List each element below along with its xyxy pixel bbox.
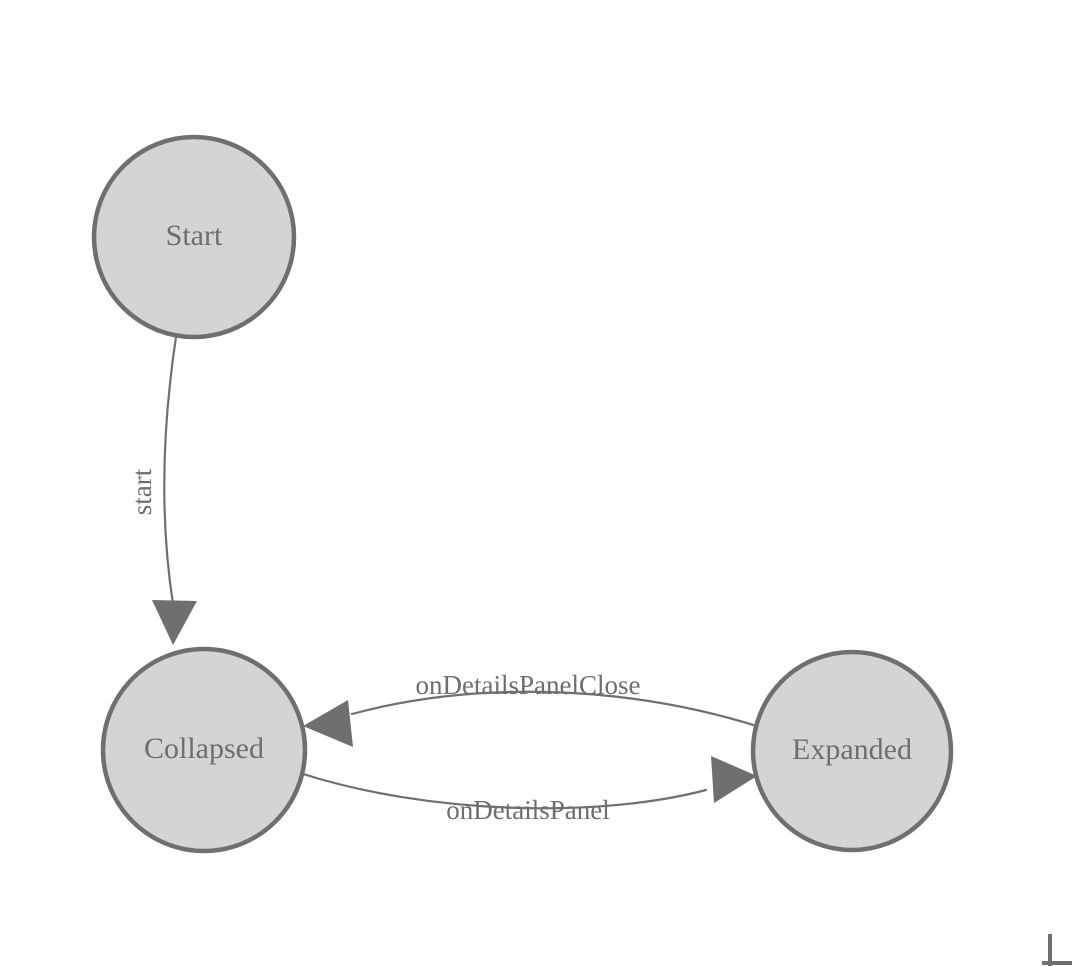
arrowhead-start-to-collapsed bbox=[152, 600, 197, 645]
edge-label-on-details-panel: onDetailsPanel bbox=[446, 795, 609, 825]
edge-label-start: start bbox=[127, 468, 157, 515]
resize-handle-vertical-bar bbox=[1048, 934, 1052, 966]
node-expanded[interactable]: Expanded bbox=[750, 649, 954, 853]
edge-group bbox=[152, 335, 762, 810]
edge-expanded-to-collapsed[interactable] bbox=[303, 690, 762, 747]
edge-collapsed-to-expanded[interactable] bbox=[298, 756, 757, 810]
edge-path-collapsed-to-expanded bbox=[298, 771, 708, 810]
edge-path-start-to-collapsed bbox=[163, 335, 178, 606]
resize-handle-corner[interactable] bbox=[1042, 934, 1072, 966]
node-collapsed[interactable]: Collapsed bbox=[100, 646, 308, 854]
node-expanded-circle bbox=[750, 649, 954, 853]
node-start-label: Start bbox=[166, 219, 223, 252]
resize-handle-horizontal-bar bbox=[1042, 961, 1072, 965]
edge-label-group: start onDetailsPanelClose onDetailsPanel bbox=[127, 468, 640, 825]
node-expanded-label: Expanded bbox=[792, 733, 912, 766]
node-start-circle bbox=[91, 134, 297, 340]
edge-label-on-details-panel-close: onDetailsPanelClose bbox=[416, 670, 641, 700]
arrowhead-collapsed-to-expanded bbox=[711, 756, 757, 803]
node-collapsed-label: Collapsed bbox=[144, 732, 264, 765]
node-collapsed-circle bbox=[100, 646, 308, 854]
node-group: Start Collapsed Expanded bbox=[91, 134, 954, 854]
edge-start-to-collapsed[interactable] bbox=[152, 335, 197, 645]
arrowhead-expanded-to-collapsed bbox=[303, 700, 353, 747]
edge-path-expanded-to-collapsed bbox=[350, 690, 762, 729]
node-start[interactable]: Start bbox=[91, 134, 297, 340]
